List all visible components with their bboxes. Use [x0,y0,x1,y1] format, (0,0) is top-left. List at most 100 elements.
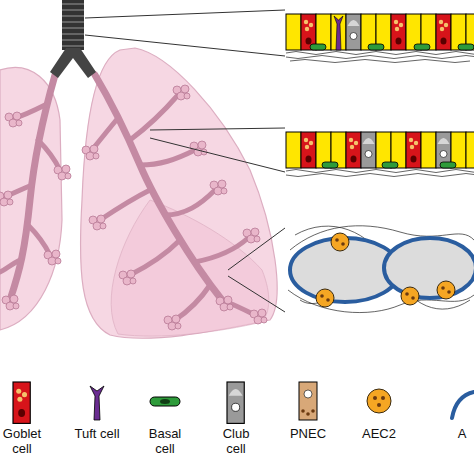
alveolar-sacs [2,295,19,310]
alveoli [384,238,474,298]
trachea [62,4,84,46]
alveoli [437,281,455,299]
tracheal-epithelium [310,44,326,50]
alveoli [335,238,339,242]
legend-label: Goblet cell [0,426,46,456]
alveoli [411,296,415,300]
tracheal-epithelium [286,56,474,59]
alveolar-sacs [210,180,227,195]
tracheal-epithelium [290,60,470,63]
trachea [62,9,84,11]
alveolar-sacs [243,228,260,243]
alveolar-sacs [173,85,190,100]
bronchial-epithelium [286,170,474,177]
trachea [50,0,96,78]
alveoli [320,294,324,298]
trachea [62,3,84,5]
airway-tree [28,225,50,255]
tracheal-epithelium [391,14,406,50]
bronchial-epithelium [286,132,474,177]
tracheal-epithelium [286,14,301,50]
airway-tree [95,75,222,300]
bronchial-epithelium [361,132,376,168]
tracheal-epithelium [346,14,361,50]
alveoli [316,233,455,307]
trachea [62,15,84,17]
leader-line [150,128,285,130]
alveolar-sacs [250,309,267,324]
tracheal-epithelium [414,44,430,50]
alveoli [316,289,334,307]
alveolar-sacs [164,315,181,330]
leader-line [85,10,285,312]
bronchial-epithelium [440,162,456,168]
bronchial-epithelium [286,132,301,168]
bronchial-epithelium [466,132,474,168]
alveolar-sacs [44,250,61,265]
legend-icon [377,403,381,407]
legend-label: AEC2 [355,426,403,441]
bronchial-epithelium [346,132,361,168]
leader-line [228,276,285,312]
alveoli [288,226,474,313]
leader-line [85,35,285,56]
legend-icon [13,382,30,423]
alveolar-sacs [119,270,136,285]
legend-icon [311,409,315,413]
legend-icon [301,409,305,413]
alveoli [320,238,451,302]
trachea [62,27,84,29]
bronchial-epithelium [322,162,338,168]
airway-tree [130,240,180,275]
legend-label: Club cell [212,426,260,456]
tracheal-epithelium [286,52,474,55]
legend-icon [299,382,317,420]
tracheal-epithelium [331,14,346,50]
tracheal-epithelium [368,44,384,50]
alveoli [441,286,445,290]
tracheal-epithelium [286,14,474,63]
bronchial-epithelium [301,132,316,168]
bronchial-epithelium [421,132,436,168]
trachea [62,33,84,35]
legend-icon [90,386,104,420]
legend-icon [452,392,474,418]
legend-icon [381,396,385,400]
legend-icon [304,390,312,398]
airway-tree [175,285,210,320]
legend-icon [13,382,474,423]
tracheal-epithelium [458,44,474,50]
airway-tree [38,140,60,170]
tracheal-epithelium [286,52,474,63]
right-lung [80,48,277,338]
right-lung [111,200,269,336]
airway-tree [0,260,20,272]
airway-tree [195,238,248,262]
leader-line [85,10,285,18]
trachea [62,39,84,41]
trachea [62,45,84,47]
legend-icon [373,396,377,400]
legend-icon [306,412,310,416]
bronchial-epithelium [382,162,398,168]
alveolar-sacs [89,215,106,230]
legend-label: Tuft cell [73,426,121,441]
airway-tree [130,95,178,140]
airway-tree [100,190,150,220]
alveolar-sacs [216,296,233,311]
bronchial-epithelium [286,170,474,173]
alveoli [405,292,409,296]
alveolar-sacs [0,85,267,330]
legend-icon [160,399,170,404]
right-lung [80,48,277,338]
alveoli [331,233,349,251]
legend-label: Basal cell [141,426,189,456]
alveolar-sacs [82,145,99,160]
alveoli [326,298,330,302]
alveoli [401,287,419,305]
alveoli [447,290,451,294]
alveolar-sacs [0,191,13,206]
legend-label: PNEC [284,426,332,441]
